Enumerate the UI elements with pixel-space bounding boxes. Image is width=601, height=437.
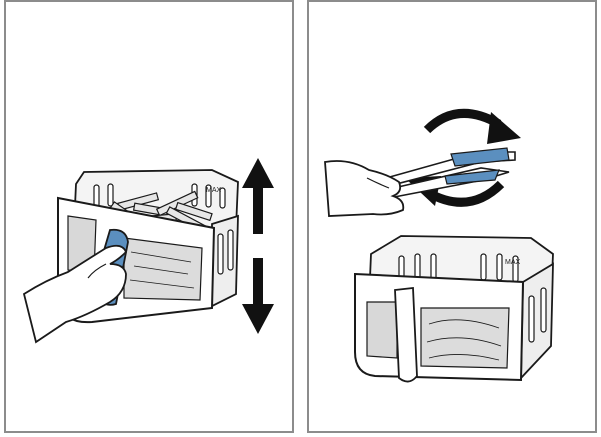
hand-icon — [22, 244, 128, 344]
panel-use-tongs: MAX — [307, 0, 597, 433]
handle-icon — [394, 286, 418, 383]
max-mark: MAX — [505, 259, 521, 266]
tongs-illustration: MAX — [324, 108, 554, 383]
panel-shake-basket: MAX — [4, 0, 294, 433]
basket-slots — [93, 183, 226, 209]
hand-icon — [324, 160, 405, 217]
down-arrow-icon — [242, 258, 274, 334]
max-mark: MAX — [206, 187, 222, 194]
up-arrow-icon — [242, 158, 274, 234]
tongs-icon — [378, 147, 516, 199]
shake-illustration: MAX — [22, 158, 274, 344]
rotate-arrow-icon — [423, 108, 502, 134]
basket-slots — [398, 253, 519, 283]
